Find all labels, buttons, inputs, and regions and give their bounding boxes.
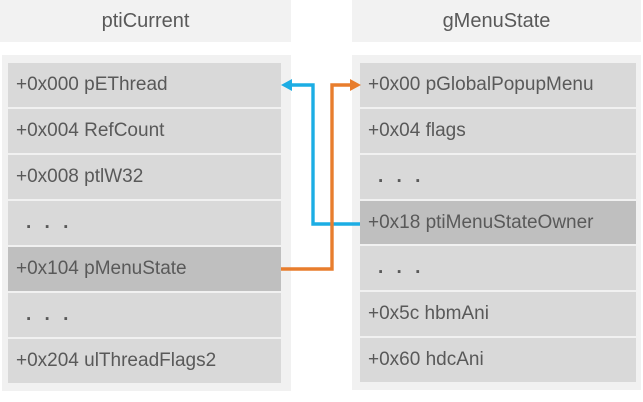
left-struct-title-bar: ptiCurrent	[0, 0, 291, 42]
left-struct-title: ptiCurrent	[101, 9, 190, 32]
right-struct-body: +0x00 pGlobalPopupMenu+0x04 flags. . .+0…	[352, 55, 641, 390]
struct-row: +0x04 flags	[360, 108, 636, 153]
struct-row: . . .	[8, 293, 281, 337]
struct-row: +0x60 hdcAni	[360, 338, 636, 383]
left-struct-rows: +0x000 pEThread+0x004 RefCount+0x008 ptl…	[8, 63, 281, 383]
ptiMenuStateOwner-to-pEThread-line	[286, 83, 360, 226]
right-struct-rows: +0x00 pGlobalPopupMenu+0x04 flags. . .+0…	[360, 63, 636, 383]
struct-row: +0x18 ptiMenuStateOwner	[360, 200, 636, 245]
right-struct-title-bar: gMenuState	[352, 0, 641, 42]
pMenuState-to-pGlobalPopupMenu-line	[281, 83, 353, 271]
struct-row: +0x104 pMenuState	[8, 247, 281, 291]
struct-row: +0x00 pGlobalPopupMenu	[360, 63, 636, 107]
struct-row: . . .	[8, 201, 281, 245]
struct-row: +0x008 ptlW32	[8, 155, 281, 199]
struct-row: +0x004 RefCount	[8, 109, 281, 153]
struct-row: +0x5c hbmAni	[360, 292, 636, 337]
struct-row: +0x000 pEThread	[8, 63, 281, 107]
struct-row: +0x204 ulThreadFlags2	[8, 339, 281, 383]
struct-row: . . .	[360, 154, 636, 199]
right-struct-title: gMenuState	[442, 9, 551, 32]
left-struct-body: +0x000 pEThread+0x004 RefCount+0x008 ptl…	[2, 55, 291, 391]
struct-row: . . .	[360, 246, 636, 291]
